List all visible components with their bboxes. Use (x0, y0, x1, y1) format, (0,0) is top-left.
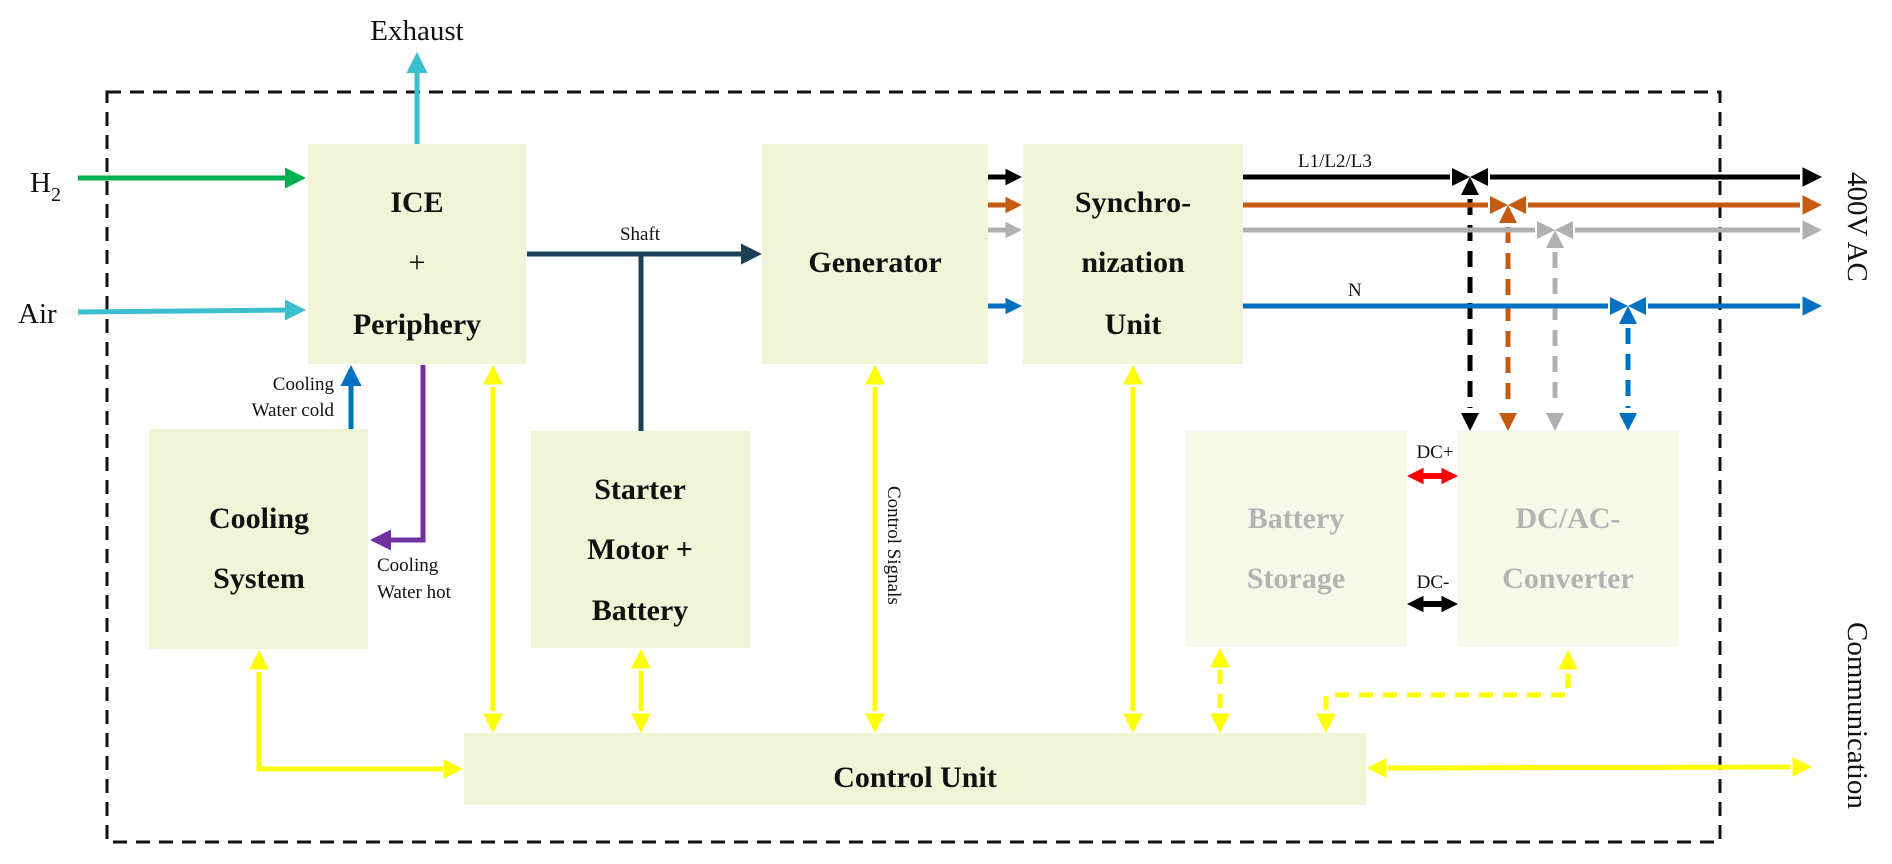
ctrl-converter-down-arrowhead (1316, 713, 1336, 733)
ctrl-starter-down-arrowhead (631, 713, 651, 733)
cooling-hot-label-1: Cooling (377, 555, 439, 576)
communication-left-arrowhead (1367, 758, 1387, 778)
ctrl-generator-up-arrowhead (865, 365, 885, 385)
ctrl-cooling-right-arrowhead (443, 759, 463, 779)
cooling-cold-label-2: Water cold (252, 400, 335, 421)
generator-block[interactable] (762, 144, 988, 364)
gen-sync-arrowhead-2 (1005, 221, 1022, 239)
h2-label: H2 (30, 167, 61, 206)
gen-sync-arrowhead-1 (1005, 196, 1022, 214)
phase-junction-in-0 (1452, 168, 1470, 186)
dc-minus-right-arrowhead (1441, 595, 1458, 613)
air-label: Air (18, 298, 57, 330)
communication-label: Communication (1841, 622, 1873, 809)
phase-output-arrowhead-0 (1802, 167, 1822, 187)
starter-label-2: Motor + (587, 533, 693, 566)
synchronization-unit-block[interactable] (1023, 144, 1243, 364)
cooling-label-1: Cooling (209, 502, 309, 535)
ctrl-battery-down-arrowhead (1210, 713, 1230, 733)
control-signals-label: Control Signals (883, 486, 904, 605)
phase-converter-up-0 (1461, 177, 1479, 195)
phase-junction-back-1 (1508, 196, 1526, 214)
ctrl-ice-down-arrowhead (483, 713, 503, 733)
battery-storage-block[interactable] (1186, 431, 1407, 647)
phase-junction-in-2 (1537, 221, 1555, 239)
ctrl-cooling-up-arrowhead (249, 650, 269, 670)
control-unit-block[interactable] (464, 733, 1366, 805)
phase-junction-back-3 (1628, 297, 1646, 315)
phase-junction-in-3 (1610, 297, 1628, 315)
ctrl-generator-down-arrowhead (865, 713, 885, 733)
ctrl-ice-up-arrowhead (483, 365, 503, 385)
exhaust-arrowhead (406, 52, 428, 73)
phase-output-arrowhead-1 (1802, 195, 1822, 215)
phase-converter-up-3 (1619, 306, 1637, 324)
sync-label-1: Synchro- (1075, 186, 1191, 219)
neutral-label: N (1348, 280, 1362, 301)
starter-label-1: Starter (594, 473, 686, 506)
shaft-arrowhead (741, 243, 762, 265)
starter-motor-battery-block[interactable] (531, 431, 750, 648)
cooling-hot-arrowhead (370, 529, 391, 551)
ice-label-1: ICE (390, 186, 443, 219)
cooling-cold-label-1: Cooling (273, 374, 335, 395)
ctrl-starter-up-arrowhead (631, 649, 651, 669)
control-unit-label: Control Unit (833, 761, 997, 794)
ice-periphery-block[interactable] (308, 144, 526, 364)
h2-arrowhead (285, 167, 306, 189)
system-boundary (105, 90, 1722, 844)
sync-label-2: nization (1081, 246, 1185, 279)
dc-plus-label: DC+ (1416, 442, 1453, 463)
converter-label-2: Converter (1502, 562, 1634, 595)
gen-sync-arrowhead-0 (1005, 168, 1022, 186)
starter-label-3: Battery (592, 594, 689, 627)
generator-label: Generator (808, 246, 941, 279)
ctrl-sync-up-arrowhead (1123, 365, 1143, 385)
sync-label-3: Unit (1105, 308, 1162, 341)
phase-output-arrowhead-2 (1802, 220, 1822, 240)
cooling-hot-label-2: Water hot (377, 582, 452, 603)
ac-output-label: 400V AC (1841, 172, 1873, 282)
phase-junction-back-2 (1555, 221, 1573, 239)
phase-converter-up-2 (1546, 230, 1564, 248)
shaft-label: Shaft (620, 224, 661, 245)
ice-label-3: Periphery (353, 308, 481, 341)
cooling-label-2: System (213, 562, 305, 595)
cooling-cold-arrowhead (340, 365, 362, 386)
battery-storage-label-1: Battery (1248, 502, 1345, 535)
ctrl-sync-down-arrowhead (1123, 713, 1143, 733)
ice-label-2: + (409, 246, 426, 279)
phases-label: L1/L2/L3 (1298, 151, 1372, 172)
phase-converter-down-0 (1461, 413, 1479, 431)
connections (77, 52, 1822, 779)
phase-junction-in-1 (1490, 196, 1508, 214)
battery-storage-label-2: Storage (1247, 562, 1345, 595)
phase-output-arrowhead-3 (1802, 296, 1822, 316)
phase-converter-down-1 (1499, 413, 1517, 431)
communication-right-arrowhead (1792, 757, 1812, 777)
ctrl-cooling-line (256, 672, 443, 772)
ctrl-converter-up-arrowhead (1558, 650, 1578, 670)
dc-minus-left-arrowhead (1407, 595, 1424, 613)
phase-converter-up-1 (1499, 205, 1517, 223)
dc-plus-right-arrowhead (1441, 467, 1458, 485)
dc-minus-label: DC- (1417, 572, 1450, 593)
exhaust-label: Exhaust (370, 15, 463, 47)
gen-sync-arrowhead-3 (1005, 297, 1022, 315)
phase-converter-down-2 (1546, 413, 1564, 431)
air-flow-line (77, 307, 291, 315)
ctrl-battery-up-arrowhead (1210, 648, 1230, 668)
ctrl-converter-line (1323, 672, 1571, 710)
dc-ac-converter-block[interactable] (1458, 431, 1678, 647)
converter-label-1: DC/AC- (1516, 502, 1621, 535)
phase-junction-back-0 (1470, 168, 1488, 186)
communication-line (1387, 764, 1791, 771)
cooling-system-block[interactable] (149, 429, 368, 649)
air-arrowhead (285, 299, 306, 321)
phase-converter-down-3 (1619, 413, 1637, 431)
cooling-hot-line (388, 365, 426, 543)
dc-plus-left-arrowhead (1407, 467, 1424, 485)
